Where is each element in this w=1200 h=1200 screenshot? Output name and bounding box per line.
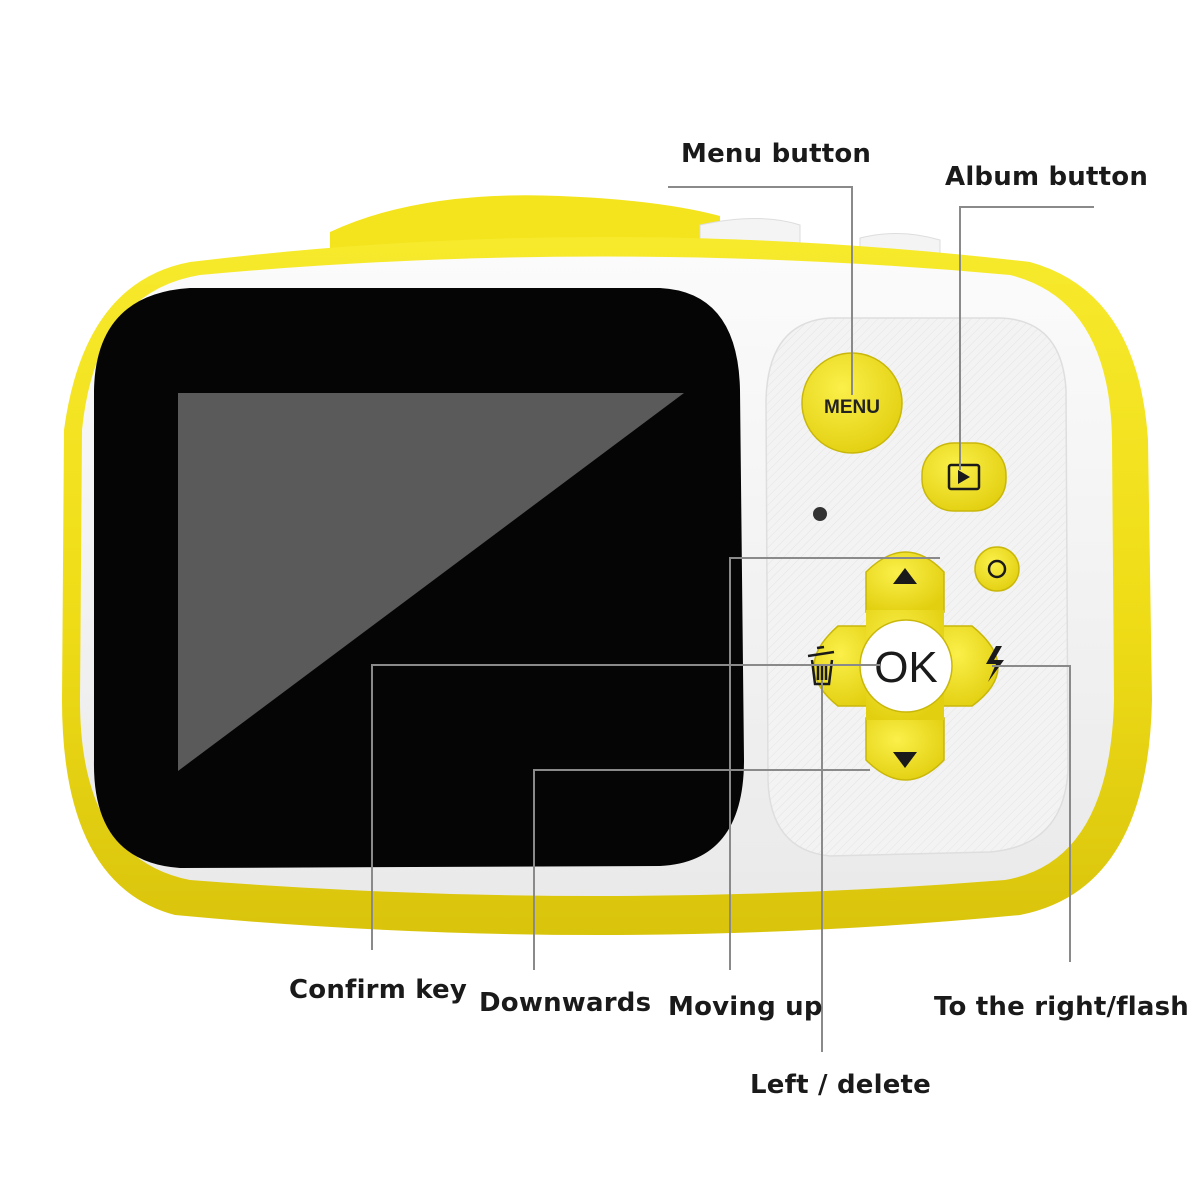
menu-leader bbox=[668, 186, 853, 395]
up-arrow-icon bbox=[893, 568, 917, 584]
dpad: OK bbox=[807, 551, 1004, 781]
power-button[interactable] bbox=[974, 546, 1020, 592]
dpad-down-button[interactable] bbox=[865, 717, 945, 781]
ok-button[interactable]: OK bbox=[859, 619, 953, 713]
moving-up-leader bbox=[729, 557, 940, 970]
indicator-light bbox=[813, 507, 827, 521]
label-downwards: Downwards bbox=[479, 988, 652, 1018]
label-menu-button: Menu button bbox=[681, 139, 872, 169]
confirm-leader bbox=[371, 664, 880, 950]
label-left-delete: Left / delete bbox=[750, 1070, 931, 1100]
album-button[interactable] bbox=[921, 442, 1007, 512]
play-icon bbox=[947, 463, 981, 491]
label-confirm-key: Confirm key bbox=[289, 975, 468, 1005]
flash-icon bbox=[986, 646, 1004, 682]
right-flash-leader bbox=[992, 665, 1071, 962]
menu-button-label: MENU bbox=[824, 397, 880, 418]
screen-display bbox=[178, 393, 684, 771]
menu-button[interactable]: MENU bbox=[801, 352, 903, 454]
label-moving-up: Moving up bbox=[668, 992, 823, 1022]
label-album-button: Album button bbox=[945, 162, 1149, 192]
down-arrow-icon bbox=[893, 752, 917, 768]
ok-button-label: OK bbox=[874, 643, 938, 692]
label-right-flash: To the right/flash bbox=[934, 992, 1189, 1022]
downwards-leader bbox=[533, 769, 870, 970]
leader-lines bbox=[371, 186, 1094, 1052]
album-leader bbox=[959, 206, 1094, 470]
dpad-up-button[interactable] bbox=[865, 551, 945, 613]
